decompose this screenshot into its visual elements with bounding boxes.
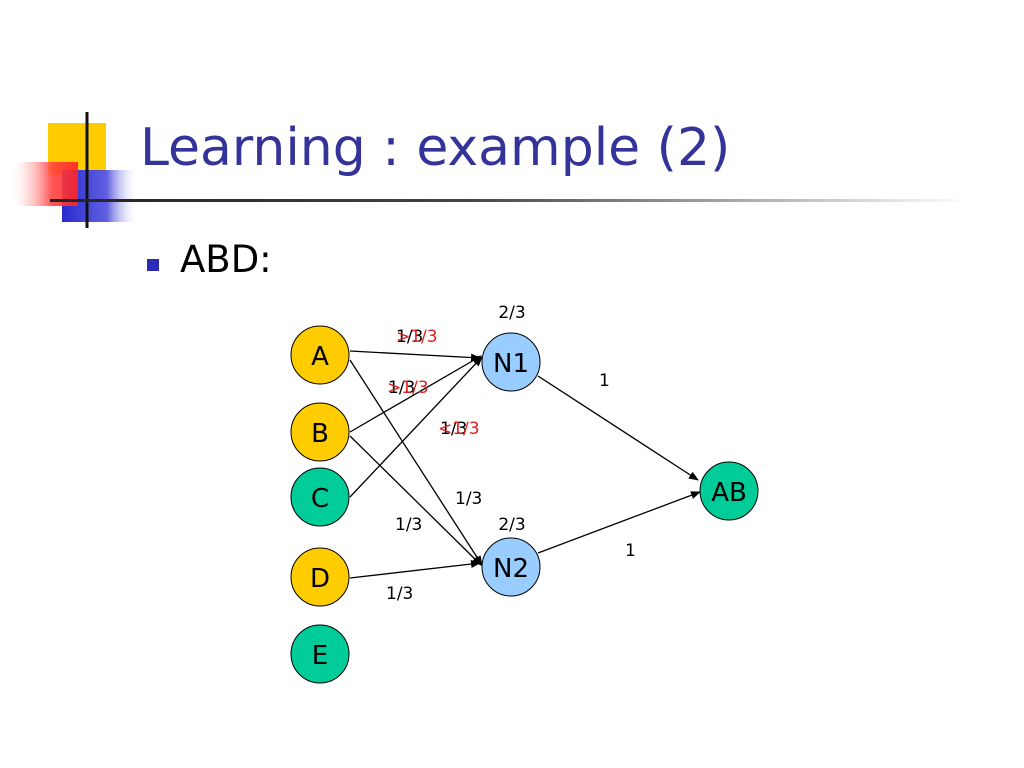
- edge-n2-ab: [537, 491, 701, 554]
- svg-text:D: D: [310, 564, 330, 594]
- node-c: C: [290, 467, 350, 527]
- edge-label-a-n1: 1/3: [396, 327, 423, 347]
- node-n2: N2: [481, 537, 541, 597]
- edge-label-n2-ab: 1: [625, 541, 636, 561]
- decorative-logo: [12, 112, 137, 228]
- edge-overlay-b-n1: >1/3: [387, 378, 429, 398]
- node-b: B: [290, 402, 350, 462]
- node-ab: AB: [699, 461, 759, 521]
- edge-label-b-n1: 1/3: [388, 378, 415, 398]
- bullet-marker: [147, 259, 159, 271]
- svg-text:E: E: [312, 641, 328, 671]
- edge-n1-ab: [537, 375, 699, 481]
- slide-title: Learning : example (2): [140, 118, 731, 178]
- edge-d-n2: [349, 560, 481, 579]
- svg-text:C: C: [311, 484, 329, 514]
- node-a: A: [290, 325, 350, 385]
- edge-label-c-n1: 1/3: [440, 419, 467, 439]
- edge-overlay-c-n1: <1/3: [438, 419, 480, 439]
- svg-text:A: A: [311, 342, 329, 372]
- edge-b-n1: [349, 355, 482, 433]
- svg-text:N1: N1: [493, 349, 529, 379]
- n2-value-label: 2/3: [498, 515, 525, 535]
- svg-text:N2: N2: [493, 554, 529, 584]
- node-e: E: [290, 624, 350, 684]
- node-d: D: [290, 547, 350, 607]
- node-n1: N1: [481, 332, 541, 392]
- edge-label-d-n2: 1/3: [386, 584, 413, 604]
- edge-b-n2: [349, 435, 482, 566]
- edge-label-a-n2: 1/3: [455, 489, 482, 509]
- svg-text:AB: AB: [711, 478, 747, 508]
- edge-label-b-n2: 1/3: [395, 515, 422, 535]
- edge-a-n2: [349, 359, 483, 566]
- svg-text:B: B: [311, 419, 329, 449]
- edge-c-n1: [349, 356, 483, 498]
- edge-label-n1-ab: 1: [599, 371, 610, 391]
- bullet-text: ABD:: [180, 238, 272, 281]
- title-divider: [50, 199, 970, 202]
- n1-value-label: 2/3: [498, 303, 525, 323]
- edge-overlay-a-n1: >1/3: [396, 327, 438, 347]
- edge-a-n1: [349, 350, 481, 362]
